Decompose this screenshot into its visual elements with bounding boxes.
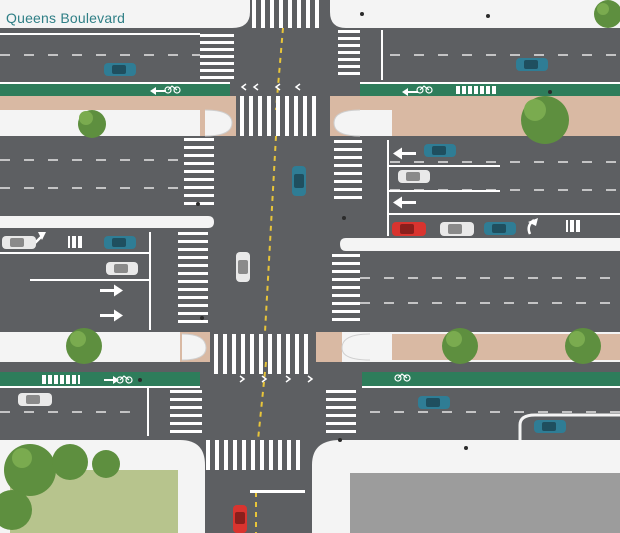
- arrow-left-icon: [150, 87, 166, 95]
- chevron-markings: [239, 83, 314, 383]
- car-icon: [440, 222, 474, 236]
- buffer-top-right: [330, 96, 620, 110]
- car-icon: [104, 236, 136, 249]
- arrow-right-icon: [100, 284, 123, 297]
- arrow-right-icon: [104, 376, 119, 384]
- median-mid-left: [0, 216, 214, 228]
- car-icon: [534, 420, 566, 433]
- car-icon: [233, 505, 247, 533]
- cars: [2, 58, 566, 533]
- buffer-top-left: [0, 96, 236, 110]
- car-icon: [424, 144, 456, 157]
- map-title: Queens Boulevard: [6, 10, 126, 26]
- tree-icon: [78, 110, 106, 138]
- tree-icon: [442, 328, 478, 364]
- car-icon: [516, 58, 548, 71]
- crosswalks: [206, 0, 319, 470]
- bike-lane-bottom-left: [0, 372, 200, 386]
- car-icon: [2, 236, 36, 249]
- car-icon: [18, 393, 52, 406]
- tree-icon: [594, 0, 620, 28]
- center-line: [255, 27, 284, 533]
- arrow-left-icon: [402, 88, 418, 96]
- car-icon: [106, 262, 138, 275]
- pedestrians: [138, 12, 552, 450]
- tree-icon: [521, 96, 569, 144]
- sidewalk-top-right: [330, 0, 620, 28]
- car-icon: [104, 63, 136, 76]
- building-roof: [350, 473, 620, 533]
- lane-lines: [0, 54, 620, 413]
- car-icon: [484, 222, 516, 235]
- tree-icon: [66, 328, 102, 364]
- median-mid-right: [340, 238, 620, 251]
- bike-lane-bottom-right: [362, 372, 620, 386]
- bike-lane-top-left: [0, 82, 230, 96]
- sidewalk-top-left: [0, 0, 250, 28]
- arrow-left-icon: [393, 147, 416, 160]
- car-icon: [292, 166, 306, 196]
- car-icon: [418, 396, 450, 409]
- median-top-left: [0, 110, 236, 136]
- arrow-right-icon: [100, 309, 123, 322]
- bike-symbol-icon: [164, 85, 181, 94]
- car-icon: [398, 170, 430, 183]
- bike-symbol-icon: [394, 373, 411, 382]
- bike-symbol-icon: [416, 85, 433, 94]
- tree-icon: [0, 444, 120, 530]
- arrow-left-icon: [393, 196, 416, 209]
- car-icon: [392, 222, 426, 236]
- tree-icon: [565, 328, 601, 364]
- median-bottom-left: [0, 332, 210, 362]
- car-icon: [236, 252, 250, 282]
